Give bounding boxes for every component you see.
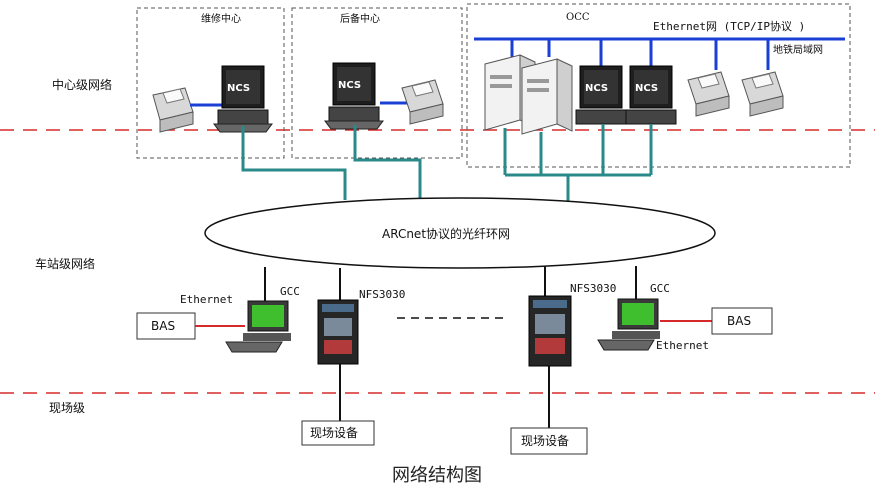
- ncs-workstation-icon: NCS: [625, 65, 677, 125]
- backup-center-box: [291, 7, 463, 159]
- fiber-ring-label: ARCnet协议的光纤环网: [382, 226, 510, 241]
- svg-text:NCS: NCS: [227, 83, 250, 94]
- nfs-panel-icon: [317, 299, 359, 365]
- server-icon: [521, 58, 573, 135]
- center-level-label: 中心级网络: [52, 77, 112, 92]
- occ-box: [466, 3, 851, 168]
- printer-icon: [401, 79, 444, 125]
- svg-text:现场设备: 现场设备: [310, 426, 358, 440]
- fiber-ring: [204, 197, 716, 269]
- printer-icon: [687, 71, 730, 117]
- svg-text:现场设备: 现场设备: [521, 434, 569, 448]
- metro-lan-label: 地铁局域网: [773, 43, 823, 56]
- maintenance-center-box: [136, 7, 285, 159]
- gcc-workstation-icon: [597, 298, 660, 351]
- printer-icon: [152, 87, 194, 133]
- field-device-box: 现场设备: [510, 427, 588, 455]
- ncs-workstation-icon: NCS: [575, 65, 627, 125]
- ethernet-label: Ethernet: [180, 293, 233, 306]
- gcc-workstation-icon: [225, 300, 291, 353]
- field-level-label: 现场级: [49, 401, 85, 415]
- ethernet-label: Ethernet网 (TCP/IP协议 ): [653, 19, 805, 33]
- nfs-label: NFS3030: [359, 288, 405, 301]
- diagram-title: 网络结构图: [392, 465, 482, 486]
- printer-icon: [741, 71, 784, 117]
- svg-text:BAS: BAS: [727, 314, 751, 328]
- nfs-panel-icon: [528, 295, 572, 367]
- gcc-label: GCC: [280, 285, 300, 298]
- svg-text:NCS: NCS: [635, 83, 658, 94]
- ncs-workstation-icon: NCS: [324, 62, 384, 130]
- svg-text:BAS: BAS: [151, 319, 175, 333]
- ncs-workstation-icon: NCS: [213, 65, 273, 133]
- field-device-box: 现场设备: [301, 420, 375, 446]
- ethernet-label: Ethernet: [656, 339, 709, 352]
- backup-center-label: 后备中心: [340, 12, 380, 25]
- gcc-label: GCC: [650, 282, 670, 295]
- ring-connection-lines: [241, 124, 653, 204]
- station-level-label: 车站级网络: [35, 256, 95, 271]
- maintenance-center-label: 维修中心: [201, 12, 241, 25]
- occ-label: OCC: [566, 12, 590, 23]
- svg-text:NCS: NCS: [338, 80, 361, 91]
- bas-box: BAS: [136, 312, 196, 340]
- nfs-label: NFS3030: [570, 282, 616, 295]
- bas-box: BAS: [711, 307, 773, 335]
- svg-text:NCS: NCS: [585, 83, 608, 94]
